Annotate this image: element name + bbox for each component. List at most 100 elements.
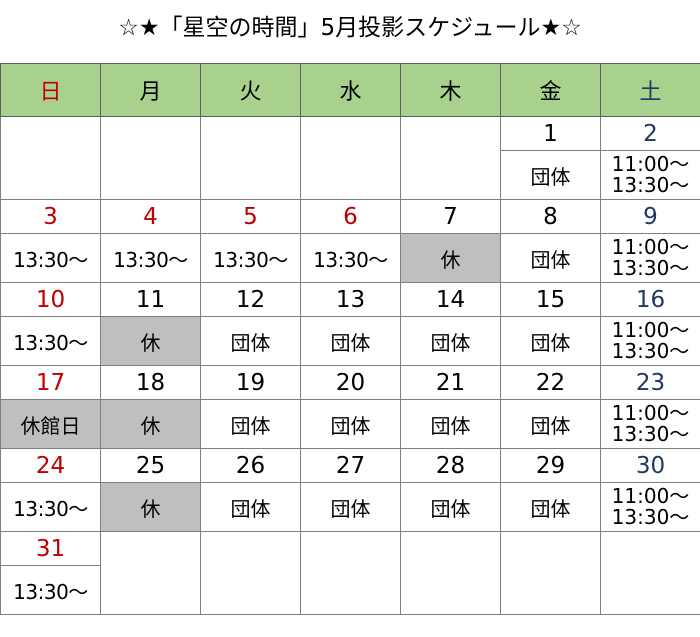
schedule-cell: 団体: [500, 316, 601, 366]
date-cell: 29: [500, 448, 601, 483]
empty-cell: [400, 531, 501, 615]
week-6-date-row: 31: [0, 531, 700, 615]
schedule-cell: 団体: [200, 316, 301, 366]
closed-cell: 休: [100, 316, 201, 366]
date-cell: 11: [100, 282, 201, 317]
schedule-cell: 団体: [300, 482, 401, 532]
schedule-title: ☆★「星空の時間」5月投影スケジュール★☆: [118, 15, 582, 41]
time-slot: 13:30〜: [611, 505, 690, 529]
date-cell: 19: [200, 365, 301, 400]
week-5-date-row: 24 25 26 27 28 29 30: [0, 448, 700, 483]
date-cell: 3: [0, 199, 101, 234]
schedule-cell: 団体: [200, 482, 301, 532]
date-cell: 16: [600, 282, 700, 317]
week-6-content-row: 13:30〜: [0, 565, 700, 615]
date-cell: 27: [300, 448, 401, 483]
week-2-content-row: 13:30〜 13:30〜 13:30〜 13:30〜 休 団体 11:00〜1…: [0, 233, 700, 283]
schedule-cell: 11:00〜13:30〜: [600, 399, 700, 449]
empty-cell: [200, 116, 301, 200]
date-cell: 26: [200, 448, 301, 483]
schedule-cell: 団体: [500, 150, 601, 200]
time-slot: 13:30〜: [611, 339, 690, 363]
week-5-content-row: 13:30〜 休 団体 団体 団体 団体 11:00〜13:30〜: [0, 482, 700, 532]
schedule-cell: 13:30〜: [300, 233, 401, 283]
empty-cell: [300, 531, 401, 615]
time-slot: 13:30〜: [611, 422, 690, 446]
empty-cell: [300, 116, 401, 200]
museum-closed-cell: 休館日: [0, 399, 101, 449]
date-cell: 8: [500, 199, 601, 234]
weekday-mon: 月: [100, 63, 201, 117]
empty-cell: [200, 531, 301, 615]
schedule-cell: 団体: [300, 399, 401, 449]
date-cell: 2: [600, 116, 700, 151]
week-3-content-row: 13:30〜 休 団体 団体 団体 団体 11:00〜13:30〜: [0, 316, 700, 366]
schedule-cell: 13:30〜: [100, 233, 201, 283]
time-slot: 11:00〜: [611, 235, 690, 259]
empty-cell: [600, 531, 700, 615]
time-slot: 11:00〜: [611, 401, 690, 425]
closed-cell: 休: [100, 399, 201, 449]
closed-cell: 休: [400, 233, 501, 283]
date-cell: 30: [600, 448, 700, 483]
date-cell: 28: [400, 448, 501, 483]
schedule-cell: 団体: [500, 233, 601, 283]
schedule-cell: 団体: [500, 482, 601, 532]
date-cell: 6: [300, 199, 401, 234]
closed-cell: 休: [100, 482, 201, 532]
schedule-cell: 団体: [200, 399, 301, 449]
weekday-tue: 火: [200, 63, 301, 117]
schedule-cell: 11:00〜13:30〜: [600, 482, 700, 532]
date-cell: 31: [0, 531, 101, 566]
weekday-header-row: 日 月 火 水 木 金 土: [0, 63, 700, 117]
empty-cell: [100, 531, 201, 615]
week-1-date-row: 1 2: [0, 116, 700, 200]
schedule-cell: 13:30〜: [0, 565, 101, 615]
date-cell: 5: [200, 199, 301, 234]
date-cell: 17: [0, 365, 101, 400]
schedule-cell: 13:30〜: [0, 233, 101, 283]
weekday-wed: 水: [300, 63, 401, 117]
empty-cell: [0, 116, 101, 200]
schedule-cell: 11:00〜13:30〜: [600, 150, 700, 200]
schedule-cell: 団体: [400, 316, 501, 366]
empty-cell: [400, 116, 501, 200]
date-cell: 15: [500, 282, 601, 317]
calendar-table: 日 月 火 水 木 金 土 1 2 団体 11:00〜13:30〜 3 4 5 …: [0, 63, 700, 615]
week-3-date-row: 10 11 12 13 14 15 16: [0, 282, 700, 317]
empty-cell: [100, 116, 201, 200]
week-4-date-row: 17 18 19 20 21 22 23: [0, 365, 700, 400]
date-cell: 25: [100, 448, 201, 483]
weekday-sat: 土: [600, 63, 700, 117]
date-cell: 10: [0, 282, 101, 317]
time-slot: 11:00〜: [611, 484, 690, 508]
schedule-cell: 13:30〜: [0, 482, 101, 532]
week-2-date-row: 3 4 5 6 7 8 9: [0, 199, 700, 234]
weekday-sun: 日: [0, 63, 101, 117]
schedule-cell: 団体: [400, 482, 501, 532]
date-cell: 9: [600, 199, 700, 234]
time-slot: 13:30〜: [611, 173, 690, 197]
weekday-fri: 金: [500, 63, 601, 117]
date-cell: 20: [300, 365, 401, 400]
schedule-cell: 13:30〜: [200, 233, 301, 283]
date-cell: 13: [300, 282, 401, 317]
date-cell: 22: [500, 365, 601, 400]
weekday-thu: 木: [400, 63, 501, 117]
schedule-cell: 13:30〜: [0, 316, 101, 366]
date-cell: 21: [400, 365, 501, 400]
schedule-cell: 団体: [300, 316, 401, 366]
date-cell: 23: [600, 365, 700, 400]
date-cell: 24: [0, 448, 101, 483]
schedule-cell: 団体: [400, 399, 501, 449]
date-cell: 12: [200, 282, 301, 317]
week-1-content-row: 団体 11:00〜13:30〜: [1, 150, 700, 200]
date-cell: 18: [100, 365, 201, 400]
schedule-cell: 11:00〜13:30〜: [600, 316, 700, 366]
date-cell: 1: [500, 116, 601, 151]
time-slot: 11:00〜: [611, 152, 690, 176]
schedule-cell: 11:00〜13:30〜: [600, 233, 700, 283]
date-cell: 14: [400, 282, 501, 317]
schedule-cell: 団体: [500, 399, 601, 449]
week-4-content-row: 休館日 休 団体 団体 団体 団体 11:00〜13:30〜: [0, 399, 700, 449]
